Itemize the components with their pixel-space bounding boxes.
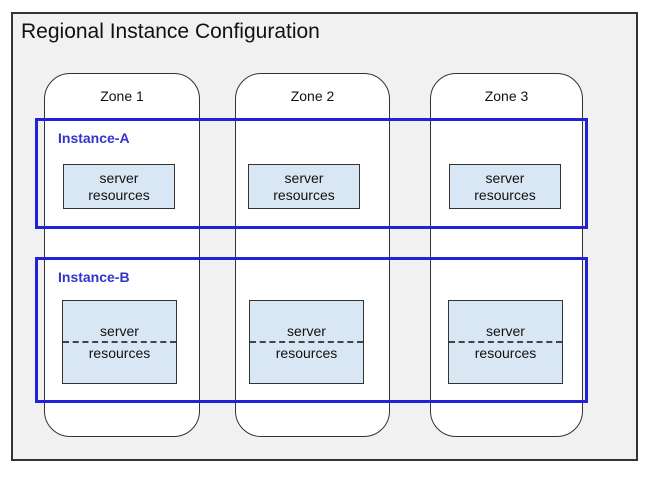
server-resources-box-b2: server resources <box>249 300 364 384</box>
server-box-text-line1: server <box>99 170 139 187</box>
server-box-text-line2: resources <box>88 345 151 361</box>
server-resources-box-b1: server resources <box>62 300 177 384</box>
instance-a-label: Instance-A <box>58 130 130 146</box>
server-box-text-line1: server <box>485 170 525 187</box>
server-box-text-line1: server <box>486 322 525 339</box>
server-resources-box-a1: server resources <box>63 164 175 209</box>
server-box-text-line2: resources <box>474 345 537 361</box>
server-box-text-line1: server <box>287 322 326 339</box>
server-box-text-line1: server <box>100 322 139 339</box>
dashed-divider-line <box>63 341 176 343</box>
server-box-text-line2: resources <box>273 186 335 203</box>
zone-1-label: Zone 1 <box>100 88 144 104</box>
dashed-divider-line <box>250 341 363 343</box>
server-box-text-line2: resources <box>275 345 338 361</box>
server-resources-box-b3: server resources <box>448 300 563 384</box>
zone-2-label: Zone 2 <box>290 88 335 104</box>
instance-b-label: Instance-B <box>58 269 130 285</box>
page-title: Regional Instance Configuration <box>21 20 320 43</box>
server-box-text-line1: server <box>284 170 324 187</box>
server-resources-box-a2: server resources <box>248 164 360 209</box>
zone-3-label: Zone 3 <box>484 88 529 104</box>
server-box-text-line2: resources <box>474 186 536 203</box>
dashed-divider-line <box>449 341 562 343</box>
instance-a-container: Instance-A <box>35 118 588 229</box>
server-resources-box-a3: server resources <box>449 164 561 209</box>
server-box-text-line2: resources <box>88 186 150 203</box>
instance-b-container: Instance-B <box>35 257 588 403</box>
